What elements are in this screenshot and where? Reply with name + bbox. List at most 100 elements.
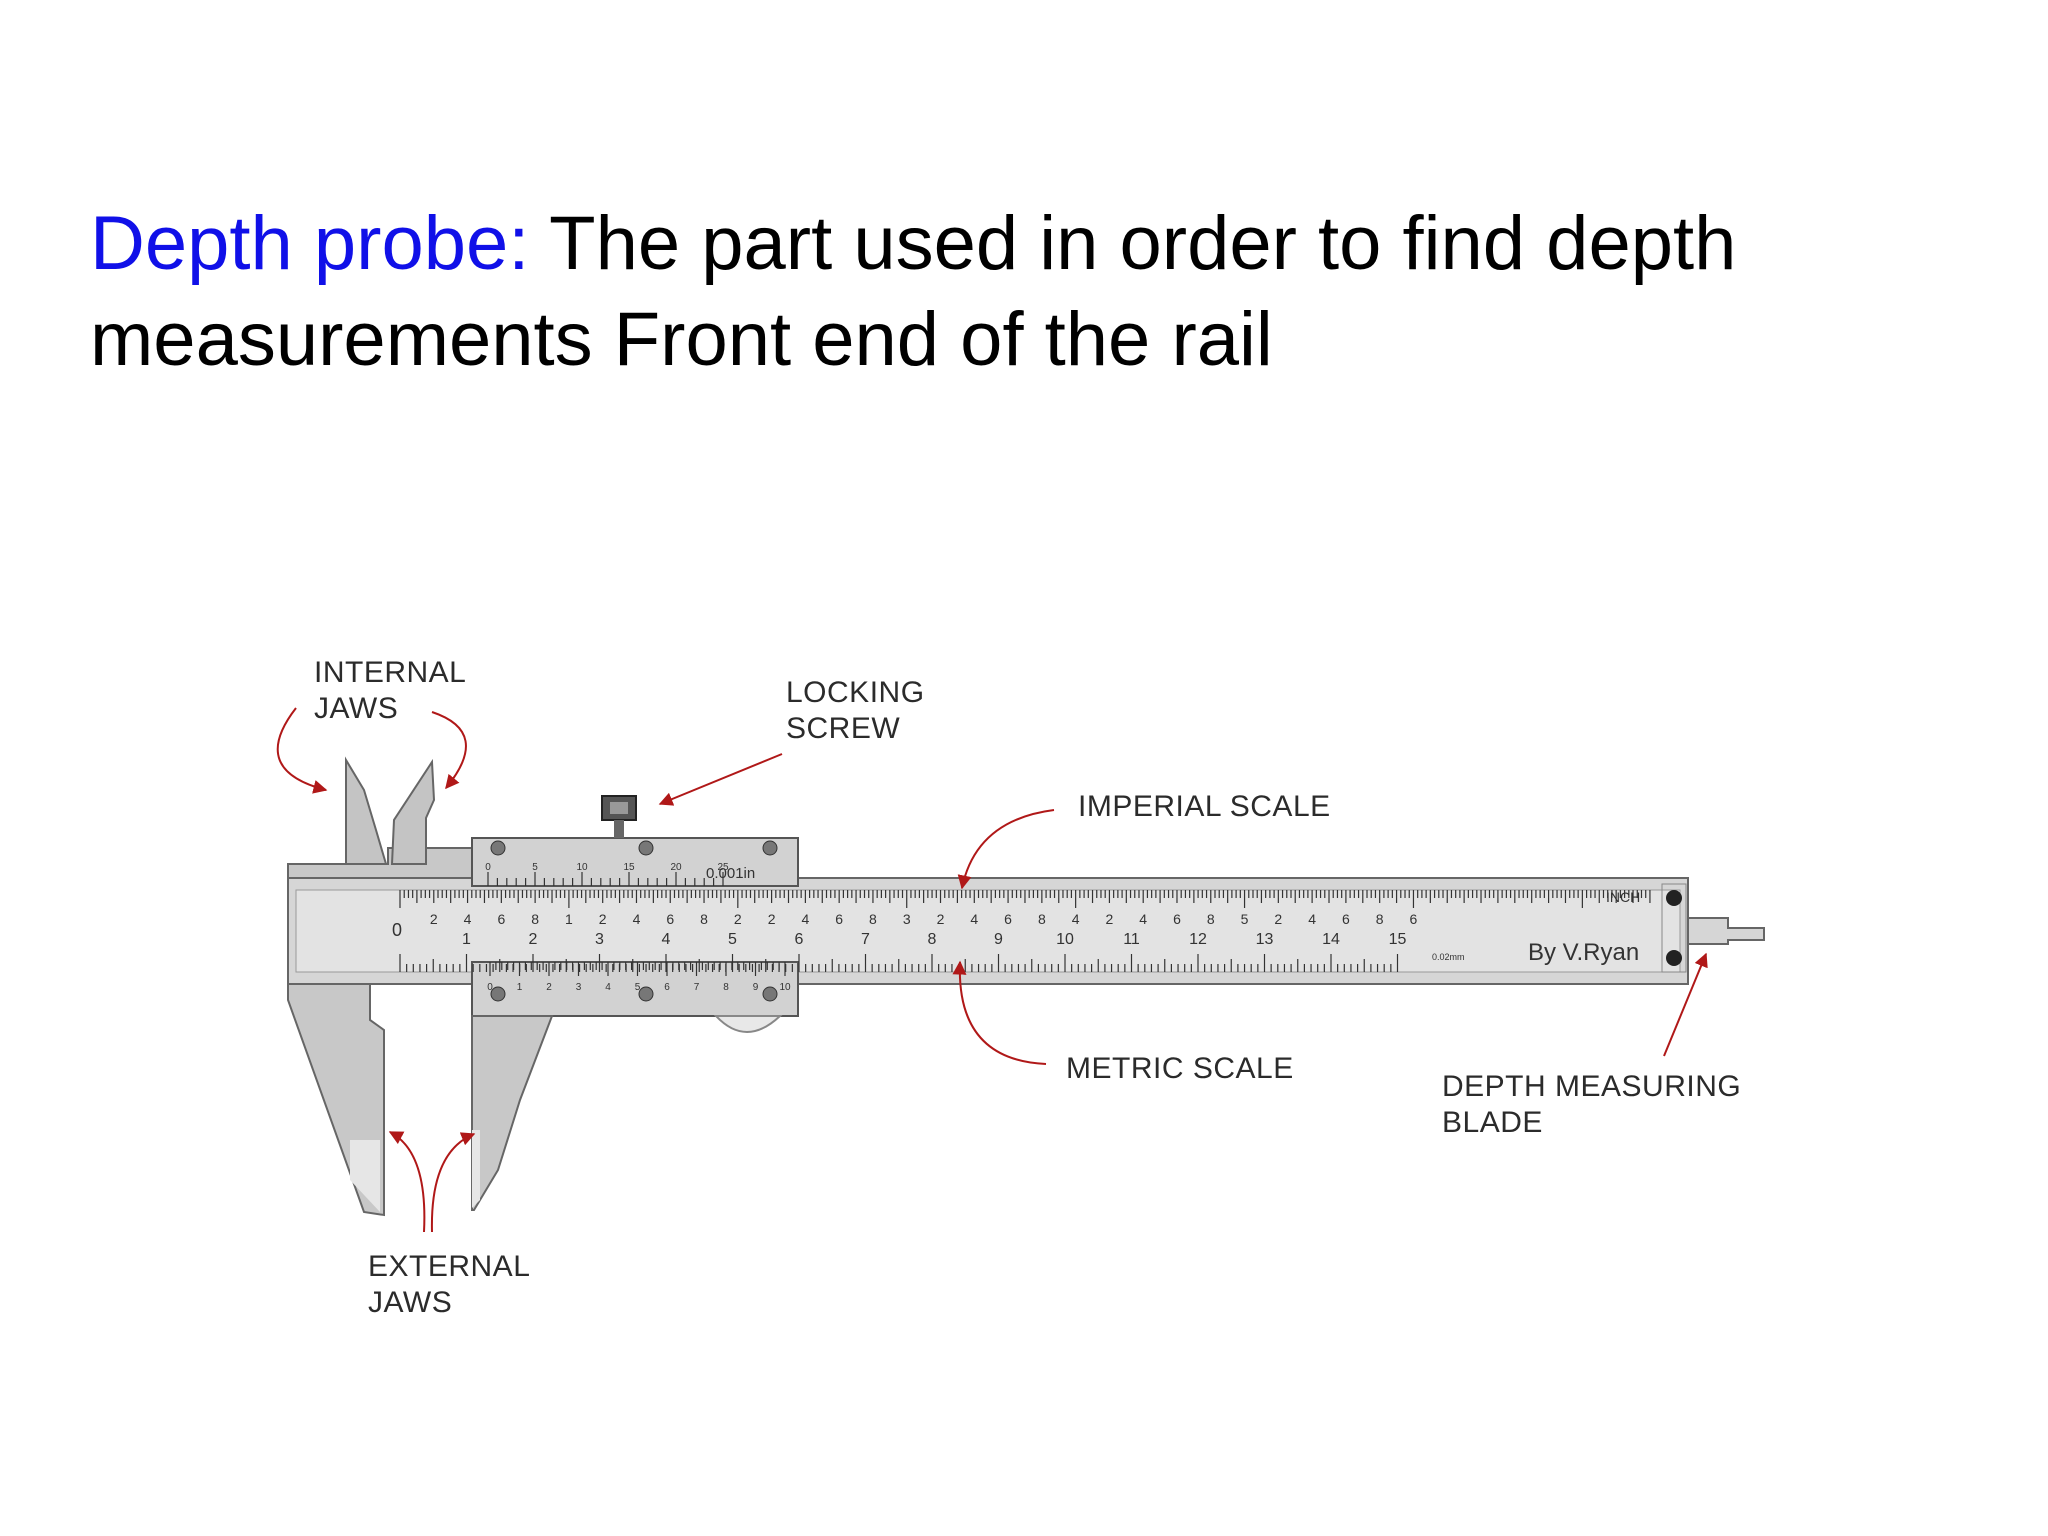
inch-minor-number: 8 [1207, 911, 1215, 927]
vernier-bottom-number: 3 [576, 982, 582, 993]
label-imperial-scale: IMPERIAL SCALE [1078, 790, 1331, 823]
vernier-bottom-number: 5 [635, 982, 641, 993]
arrow-internal-jaws-left [276, 707, 328, 794]
inch-minor-number: 2 [1106, 911, 1114, 927]
cm-number: 2 [529, 931, 538, 948]
cm-number: 10 [1056, 931, 1074, 948]
arrow-internal-jaws-right [431, 711, 467, 790]
vernier-bottom-number: 4 [605, 982, 611, 993]
inch-major-number: 6 [1410, 911, 1418, 927]
inch-minor-number: 8 [869, 911, 877, 927]
inch-minor-number: 6 [666, 911, 674, 927]
inch-minor-number: 4 [1308, 911, 1316, 927]
credit-text: By V.Ryan [1528, 939, 1639, 966]
cm-number: 14 [1322, 931, 1340, 948]
label-locking-screw-line1: LOCKING [786, 676, 925, 709]
heading-term: Depth probe: [90, 201, 530, 286]
inch-major-number: 1 [565, 911, 573, 927]
vernier-top-number: 0 [485, 862, 491, 873]
cm-number: 12 [1189, 931, 1207, 948]
cm-number: 3 [595, 931, 604, 948]
vernier-bottom-number: 10 [779, 982, 791, 993]
inch-minor-number: 8 [1038, 911, 1046, 927]
moving-external-jaw [471, 1015, 554, 1211]
inch-minor-number: 6 [497, 911, 505, 927]
inch-minor-number: 4 [801, 911, 809, 927]
label-internal-jaws-line2: JAWS [314, 692, 398, 725]
vernier-top-number: 5 [532, 862, 538, 873]
cm-number: 4 [662, 931, 671, 948]
depth-blade [1687, 917, 1765, 945]
fixed-internal-jaw [345, 756, 388, 865]
arrow-imperial-scale [957, 809, 1055, 890]
heading-definition: The part used in order to find depth mea… [90, 201, 1737, 382]
label-internal-jaws-line1: INTERNAL [314, 656, 466, 689]
vernier-imperial-ticks [487, 872, 724, 886]
inch-minor-number: 8 [1376, 911, 1384, 927]
inch-minor-number: 2 [1274, 911, 1282, 927]
arrow-metric-scale [952, 960, 1047, 1065]
vernier-top-number: 20 [670, 862, 682, 873]
inch-minor-number: 8 [531, 911, 539, 927]
label-external-jaws-line1: EXTERNAL [368, 1250, 530, 1283]
vernier-bottom-number: 6 [664, 982, 670, 993]
vernier-top-number: 15 [623, 862, 635, 873]
cm-number: 5 [728, 931, 737, 948]
thumb-wheel [713, 1015, 783, 1033]
vernier-bottom-number: 1 [517, 982, 523, 993]
cm-number: 6 [795, 931, 804, 948]
cm-number: 8 [928, 931, 937, 948]
metric-scale-ticks [399, 954, 1399, 972]
inch-unit-label: INCH [1606, 889, 1640, 905]
inch-minor-number: 2 [937, 911, 945, 927]
sliding-jaw [390, 758, 799, 1211]
locking-screw [601, 795, 637, 838]
inch-major-number: 2 [734, 911, 742, 927]
imperial-scale-numbers: 1 2 4 6 8 2 2 4 6 8 3 2 4 6 8 4 2 4 6 8 5 2 4 6 8 6 2 4 6 8 [430, 911, 1418, 927]
moving-internal-jaw [390, 758, 436, 865]
vernier-bottom-number: 7 [694, 982, 700, 993]
label-depth-blade-line1: DEPTH MEASURING [1442, 1070, 1741, 1103]
vernier-metric-ticks [489, 962, 786, 976]
cm-number: 9 [994, 931, 1003, 948]
label-depth-blade-line2: BLADE [1442, 1106, 1543, 1139]
inch-major-number: 3 [903, 911, 911, 927]
cm-number: 13 [1256, 931, 1274, 948]
inch-minor-number: 2 [599, 911, 607, 927]
caliper-body [287, 756, 1765, 1217]
inch-minor-number: 6 [835, 911, 843, 927]
inch-minor-number: 4 [1139, 911, 1147, 927]
inch-minor-number: 8 [700, 911, 708, 927]
cm-number: 7 [861, 931, 870, 948]
arrow-depth-blade [1663, 952, 1708, 1057]
metric-resolution: 0.02mm [1432, 952, 1465, 962]
vernier-bottom-number: 0 [487, 982, 493, 993]
inch-minor-number: 2 [768, 911, 776, 927]
inch-major-number: 5 [1241, 911, 1249, 927]
arrow-locking-screw [658, 753, 783, 806]
arrow-external-jaws-right [430, 1132, 476, 1233]
zero-mark: 0 [392, 920, 402, 940]
arrow-external-jaws-left [388, 1131, 426, 1233]
imperial-scale-ticks [399, 890, 1651, 908]
inch-major-number: 4 [1072, 911, 1080, 927]
inch-minor-number: 2 [430, 911, 438, 927]
inch-minor-number: 4 [464, 911, 472, 927]
cm-number: 15 [1389, 931, 1407, 948]
cm-number: 1 [462, 931, 471, 948]
label-locking-screw-line2: SCREW [786, 712, 900, 745]
vernier-imperial-resolution: 0.001in [706, 865, 755, 882]
cm-number: 11 [1123, 931, 1140, 948]
inch-minor-number: 6 [1173, 911, 1181, 927]
inch-minor-number: 6 [1342, 911, 1350, 927]
vernier-top-number: 10 [576, 862, 588, 873]
inch-minor-number: 6 [1004, 911, 1012, 927]
label-external-jaws-line2: JAWS [368, 1286, 452, 1319]
inch-minor-number: 4 [970, 911, 978, 927]
inch-minor-number: 4 [633, 911, 641, 927]
vernier-bottom-number: 8 [723, 982, 729, 993]
vernier-bottom-number: 9 [753, 982, 759, 993]
